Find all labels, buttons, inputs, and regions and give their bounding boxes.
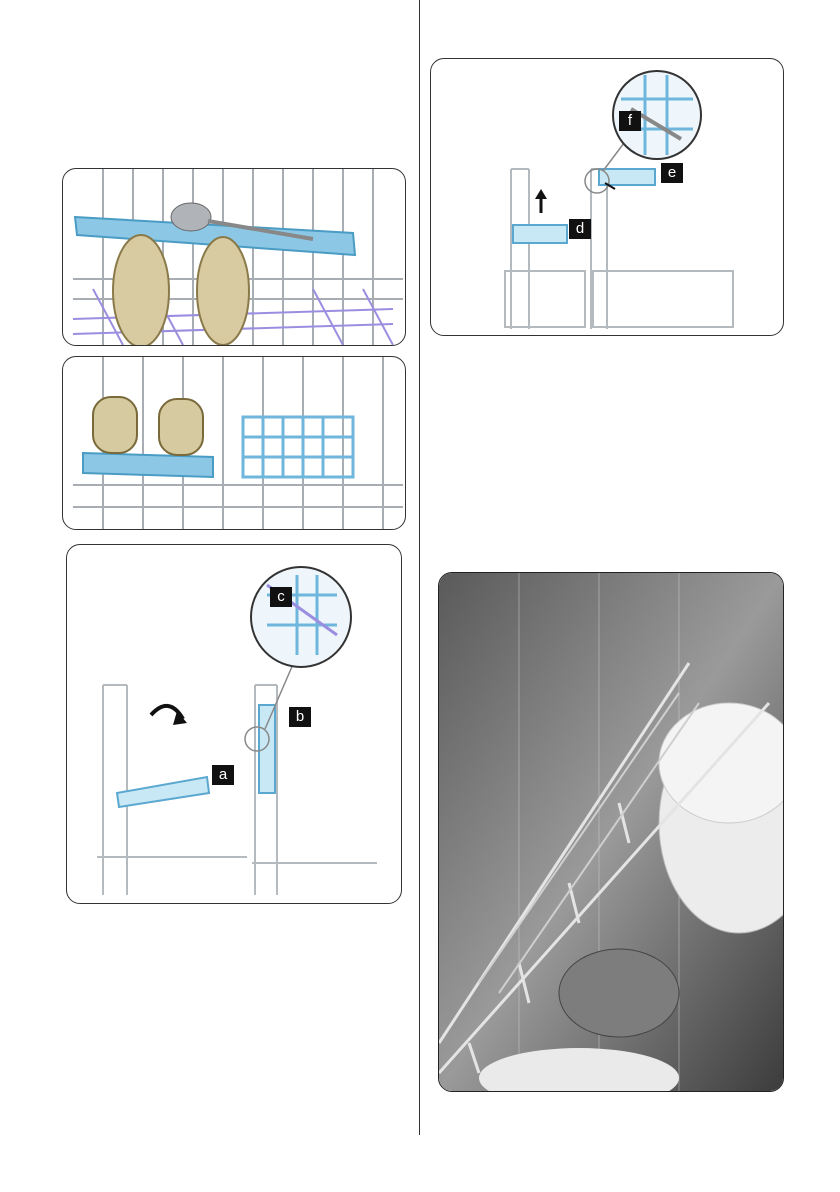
panel-shelf-folding-abc: a b c: [66, 544, 402, 904]
shelf-part-e: [599, 169, 655, 185]
panel-cups-shelf: [62, 356, 406, 530]
label-b: b: [289, 707, 311, 727]
panel-shelf-height-def: d e f: [430, 58, 784, 336]
shelf-part-a: [117, 777, 209, 807]
detail-zoom-c: [251, 567, 351, 667]
label-f: f: [619, 111, 641, 131]
shelf-part-d: [513, 225, 567, 243]
label-d: d: [569, 219, 591, 239]
dishwasher-interior-photo: [438, 572, 784, 1092]
cups-shelf-illustration: [63, 357, 405, 529]
label-e: e: [661, 163, 683, 183]
shelf-folding-diagram: [67, 545, 401, 903]
label-a: a: [212, 765, 234, 785]
panel-cutlery-shelf: [62, 168, 406, 346]
shelf-height-diagram: [431, 59, 783, 335]
column-divider: [419, 0, 420, 1135]
shelf-part-b: [259, 705, 275, 793]
label-c: c: [270, 587, 292, 607]
cutlery-shelf-illustration: [63, 169, 405, 345]
